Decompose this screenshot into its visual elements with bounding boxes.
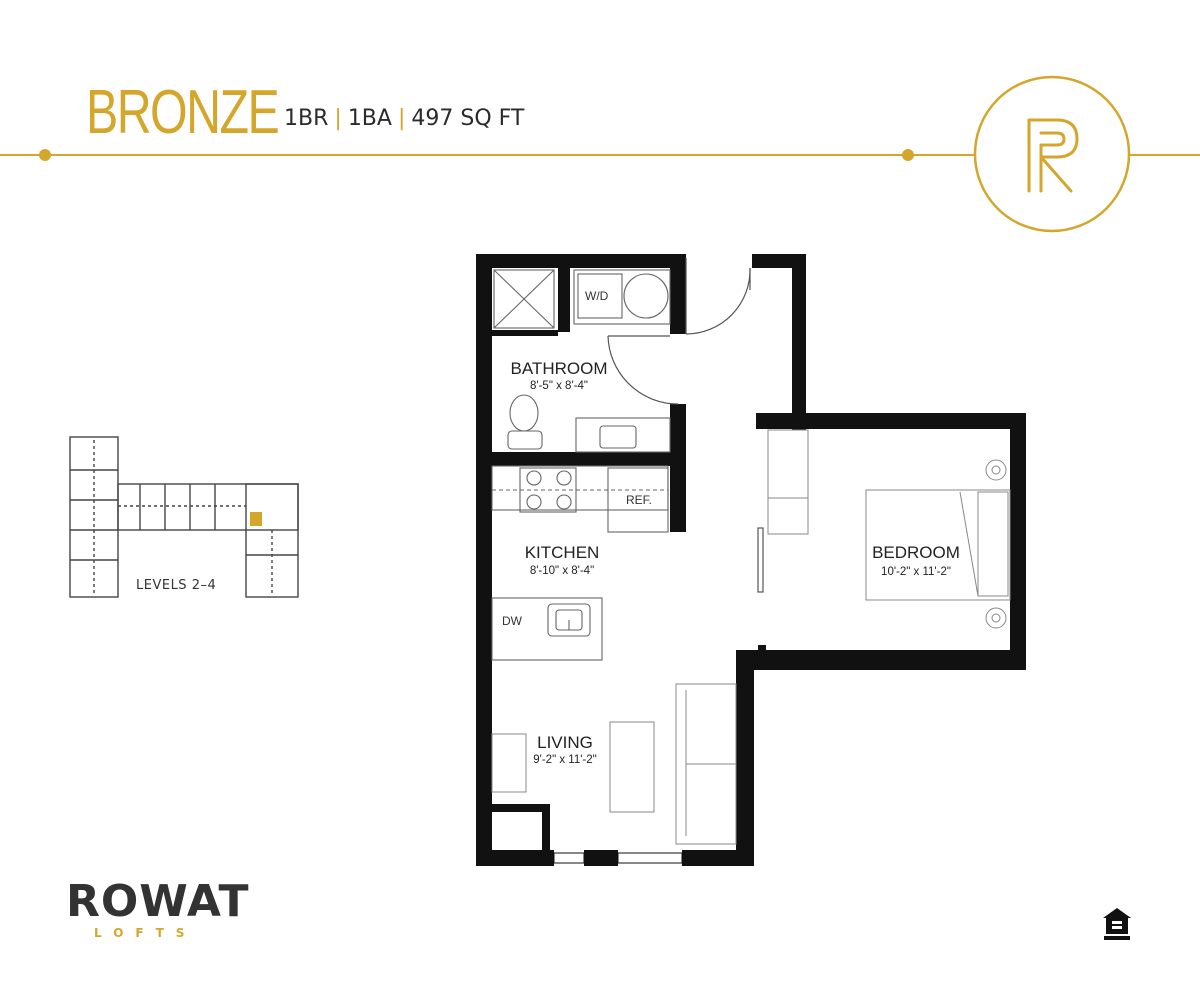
r-monogram-icon — [973, 75, 1131, 233]
washer-dryer-label: W/D — [585, 289, 609, 303]
bathroom-fixtures — [493, 269, 671, 453]
kitchen-fixtures — [491, 465, 669, 661]
header-rule — [0, 154, 1200, 156]
windows — [553, 852, 683, 864]
walls — [476, 254, 1026, 866]
bathroom-name: BATHROOM — [511, 359, 608, 378]
key-plan-unit-highlight — [250, 512, 262, 526]
unit-specs: 1BR|1BA|497 SQ FT — [284, 106, 524, 132]
brand-logo-sub: LOFTS — [94, 926, 197, 940]
bedroom-fixtures — [767, 429, 1011, 629]
doors — [607, 258, 764, 593]
unit-title: BRONZE — [86, 78, 280, 147]
dishwasher-label: DW — [502, 614, 523, 628]
brand-logo-name: ROWAT — [66, 876, 250, 927]
equal-housing-icon — [1103, 908, 1131, 940]
living-name: LIVING — [537, 733, 593, 752]
living-dims: 9'-2" x 11'-2" — [533, 754, 596, 766]
key-plan-label: LEVELS 2–4 — [136, 578, 217, 593]
kitchen-name: KITCHEN — [525, 543, 600, 562]
header-rule-right — [1131, 154, 1200, 156]
refrigerator-label: REF. — [626, 493, 652, 507]
bedroom-count: 1BR — [284, 106, 329, 131]
kitchen-dims: 8'-10" x 8'-4" — [530, 565, 594, 577]
rule-dot-right — [902, 149, 914, 161]
bedroom-name: BEDROOM — [872, 543, 960, 562]
spec-separator: | — [334, 106, 342, 131]
key-plan — [69, 436, 299, 598]
spec-separator: | — [397, 106, 406, 131]
living-fixtures — [491, 683, 737, 845]
bedroom-dims: 10'-2" x 11'-2" — [881, 566, 951, 578]
square-footage: 497 SQ FT — [411, 106, 525, 131]
bathroom-dims: 8'-5" x 8'-4" — [530, 380, 588, 392]
bathroom-count: 1BA — [347, 106, 392, 131]
rule-dot-left — [39, 149, 51, 161]
